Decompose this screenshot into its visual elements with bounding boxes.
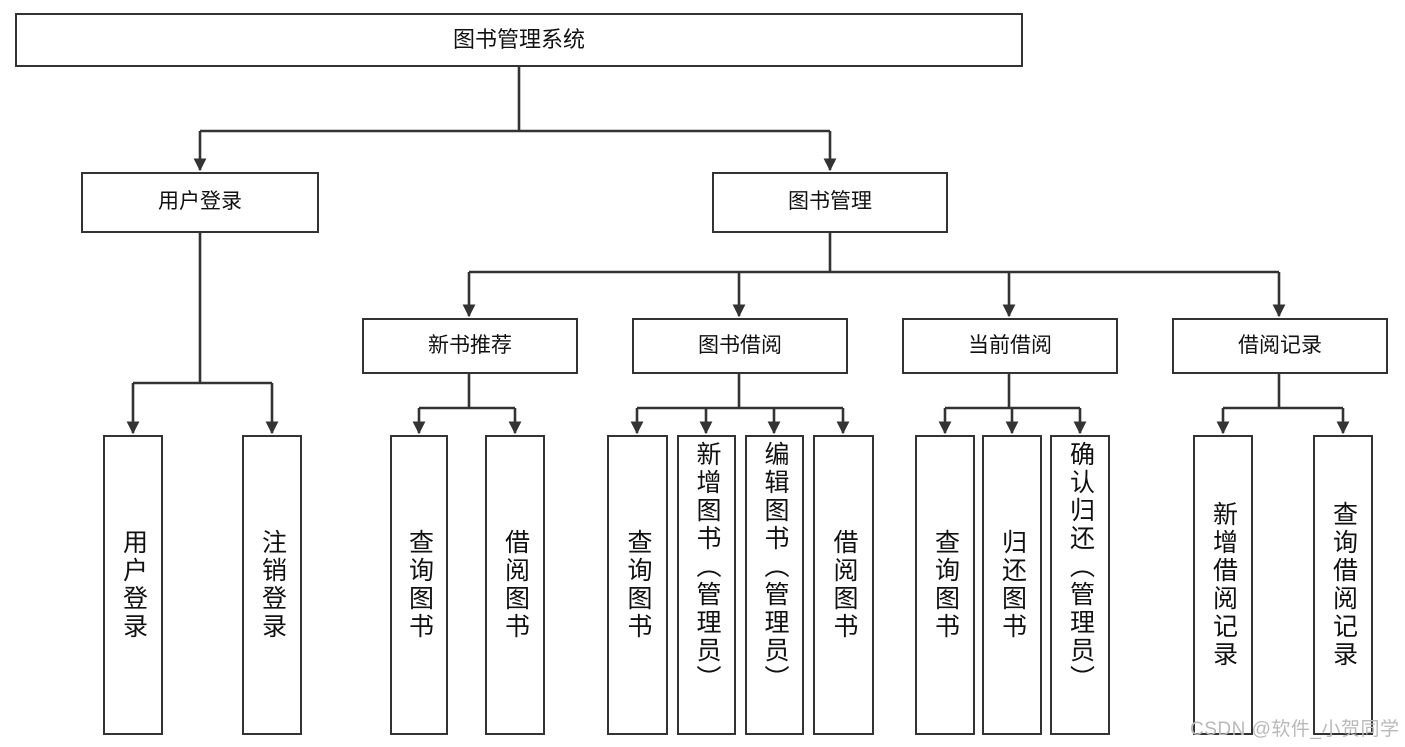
node-leaf-borrow-book-new[interactable]: 借阅图书 — [485, 435, 545, 735]
node-borrow-record-label: 借阅记录 — [1238, 333, 1322, 357]
node-leaf-add-book-admin-label: 新增图书（管理员） — [693, 441, 721, 693]
node-leaf-edit-book-admin[interactable]: 编辑图书（管理员） — [745, 435, 804, 735]
node-leaf-logout-label: 注销登录 — [258, 529, 287, 641]
node-leaf-edit-book-admin-label: 编辑图书（管理员） — [761, 441, 789, 693]
node-book-borrow[interactable]: 图书借阅 — [632, 318, 848, 374]
node-leaf-query-book-borrow[interactable]: 查询图书 — [607, 435, 668, 735]
node-leaf-add-borrow-record[interactable]: 新增借阅记录 — [1193, 435, 1253, 735]
node-leaf-return-book-label: 归还图书 — [998, 529, 1027, 641]
node-leaf-logout[interactable]: 注销登录 — [242, 435, 302, 735]
node-current-borrow[interactable]: 当前借阅 — [902, 318, 1118, 374]
watermark: CSDN @软件_小贺同学 — [1190, 719, 1400, 740]
node-leaf-query-book-current-label: 查询图书 — [931, 529, 960, 641]
node-new-book-recommend-label: 新书推荐 — [428, 333, 512, 357]
node-leaf-borrow-book[interactable]: 借阅图书 — [813, 435, 874, 735]
node-new-book-recommend[interactable]: 新书推荐 — [362, 318, 578, 374]
node-leaf-query-book-new[interactable]: 查询图书 — [390, 435, 448, 735]
node-leaf-borrow-book-new-label: 借阅图书 — [501, 529, 530, 641]
node-book-manage[interactable]: 图书管理 — [712, 172, 948, 233]
node-borrow-record[interactable]: 借阅记录 — [1172, 318, 1388, 374]
node-leaf-return-book[interactable]: 归还图书 — [982, 435, 1042, 735]
node-leaf-query-book-borrow-label: 查询图书 — [624, 529, 652, 641]
node-leaf-query-book-new-label: 查询图书 — [405, 529, 434, 641]
node-leaf-borrow-book-label: 借阅图书 — [830, 529, 858, 641]
node-book-manage-label: 图书管理 — [788, 190, 872, 214]
node-root[interactable]: 图书管理系统 — [15, 13, 1023, 67]
node-leaf-confirm-return-admin-label: 确认归还（管理员） — [1066, 441, 1095, 693]
node-leaf-add-borrow-record-label: 新增借阅记录 — [1209, 501, 1238, 669]
node-user-login-label: 用户登录 — [158, 190, 242, 214]
node-book-borrow-label: 图书借阅 — [698, 333, 782, 357]
node-root-label: 图书管理系统 — [452, 27, 585, 53]
node-leaf-user-login[interactable]: 用户登录 — [103, 435, 163, 735]
node-user-login[interactable]: 用户登录 — [81, 172, 319, 233]
node-leaf-query-borrow-record-label: 查询借阅记录 — [1329, 501, 1358, 669]
node-leaf-query-borrow-record[interactable]: 查询借阅记录 — [1313, 435, 1373, 735]
node-leaf-confirm-return-admin[interactable]: 确认归还（管理员） — [1050, 435, 1110, 735]
node-current-borrow-label: 当前借阅 — [968, 333, 1052, 357]
node-leaf-user-login-label: 用户登录 — [119, 529, 148, 641]
node-leaf-add-book-admin[interactable]: 新增图书（管理员） — [677, 435, 736, 735]
node-leaf-query-book-current[interactable]: 查询图书 — [915, 435, 975, 735]
